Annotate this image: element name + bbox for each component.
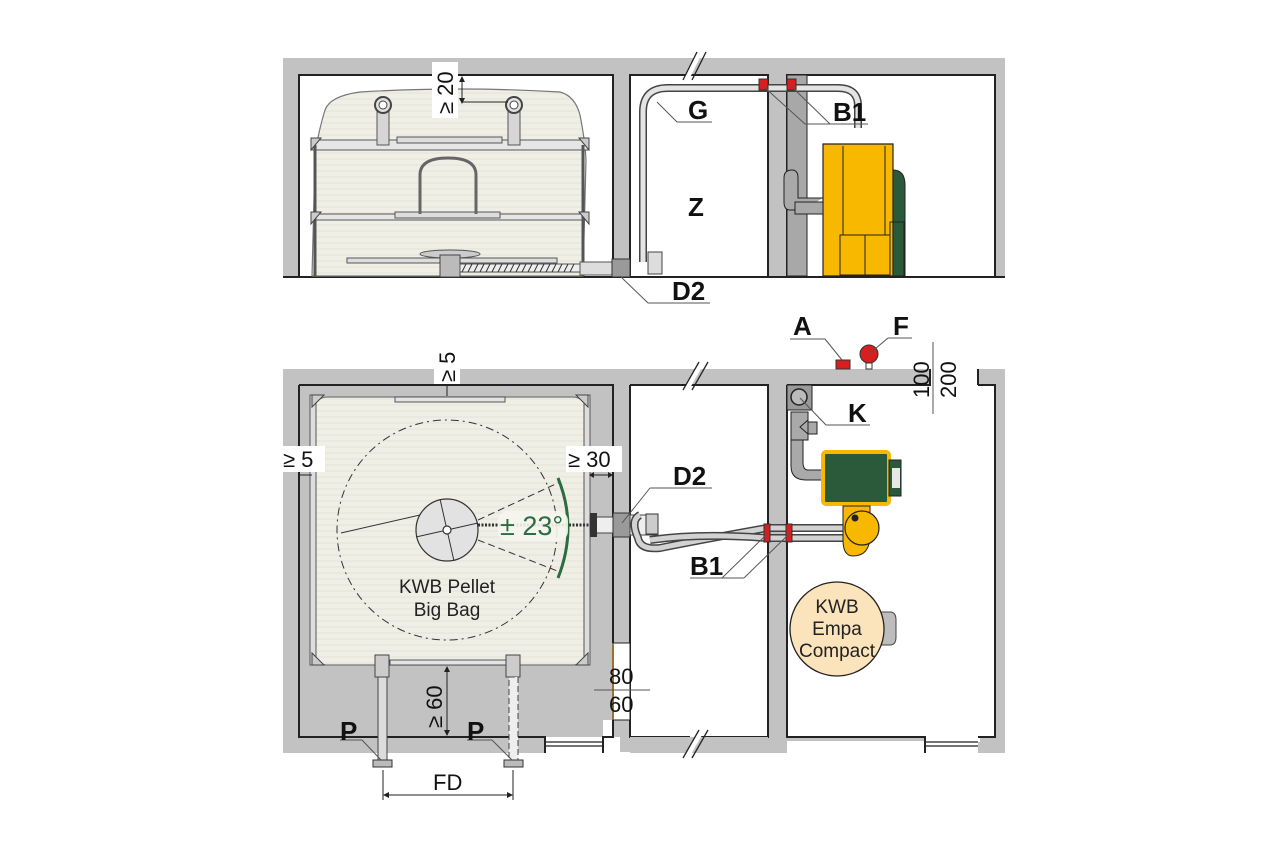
door-width-top-label: 80 (609, 664, 633, 689)
plan-break-mark-top (682, 360, 709, 392)
label-d2-elevation: D2 (619, 275, 710, 306)
plan-feet (372, 676, 524, 768)
label-b1-plan: B1 (690, 533, 790, 581)
empa-label-line1: KWB (815, 597, 858, 618)
label-p-left: P (340, 716, 382, 761)
foot-distance-label: FD (433, 770, 462, 795)
item-a-sensor (835, 359, 851, 370)
label-g: G (656, 95, 712, 125)
label-b1-elevation-text: B1 (833, 97, 866, 127)
foot-distance-dimension: FD (382, 770, 514, 800)
plan-top-clearance-label: ≥ 5 (435, 352, 460, 382)
fire-collar-2 (786, 78, 797, 91)
plan-wall-right (978, 369, 1005, 753)
label-f: F (868, 311, 912, 355)
plan-fire-collar-1 (763, 523, 771, 543)
label-a: A (790, 311, 843, 361)
label-z: Z (688, 192, 704, 222)
label-f-text: F (893, 311, 909, 341)
plan-bigbag: ± 23° KWB Pellet Big Bag (309, 394, 591, 678)
label-d2-plan-text: D2 (673, 461, 706, 491)
elevation-view: ≥ 20 G (283, 50, 1005, 306)
opening-dimension: 100 200 (909, 342, 961, 414)
plan-break-mark-bottom (630, 728, 768, 760)
plan-left-clearance-dimension: ≥ 5 (281, 446, 325, 476)
label-d2-plan: D2 (621, 461, 712, 524)
bigbag-label-line2: Big Bag (414, 600, 481, 621)
empa-label-line2: Empa (812, 619, 862, 640)
label-k: K (799, 397, 870, 428)
label-d2-elevation-text: D2 (672, 276, 705, 306)
plan-chimney (786, 384, 823, 481)
plan-left-clearance-label: ≥ 5 (283, 447, 313, 472)
plan-suction-hoses (630, 511, 855, 553)
label-p-right: P (467, 716, 513, 761)
plan-bottom-clearance-dimension: ≥ 60 (422, 666, 450, 736)
elevation-suction-hose (639, 84, 862, 275)
plan-door-openings (545, 741, 978, 747)
label-k-text: K (848, 398, 867, 428)
fire-collar-1 (758, 78, 769, 91)
side-door-dimension: 80 60 (594, 664, 650, 717)
opening-bottom-label: 200 (936, 361, 961, 398)
angle-label: ± 23° (500, 511, 563, 541)
label-p-left-text: P (340, 716, 357, 746)
plan-view: ± 23° KWB Pellet Big Bag (281, 311, 1005, 800)
elevation-top-clearance-dimension: ≥ 20 (432, 62, 508, 118)
top-clearance-label: ≥ 20 (433, 71, 458, 114)
plan-bottom-clearance-label: ≥ 60 (422, 685, 447, 728)
plan-top-clearance-dimension: ≥ 5 (434, 344, 460, 396)
opening-top-label: 100 (909, 361, 934, 398)
label-p-right-text: P (467, 716, 484, 746)
plan-fire-collar-2 (785, 523, 793, 543)
empa-label-line3: Compact (799, 641, 876, 662)
plan-outlet-pipe (589, 512, 659, 538)
door-width-bottom-label: 60 (609, 692, 633, 717)
label-b1-elevation: B1 (762, 85, 868, 127)
label-a-text: A (793, 311, 812, 341)
label-g-text: G (688, 95, 708, 125)
label-b1-plan-text: B1 (690, 551, 723, 581)
elevation-bigbag (310, 88, 631, 278)
elevation-break-mark (682, 50, 707, 82)
plan-right-clearance-label: ≥ 30 (568, 447, 611, 472)
bigbag-label-line1: KWB Pellet (399, 577, 496, 598)
plan-boiler (821, 450, 902, 557)
empa-compact-unit: KWB Empa Compact (789, 581, 897, 677)
elevation-boiler (783, 143, 906, 277)
plan-right-clearance-dimension: ≥ 30 (566, 446, 622, 478)
